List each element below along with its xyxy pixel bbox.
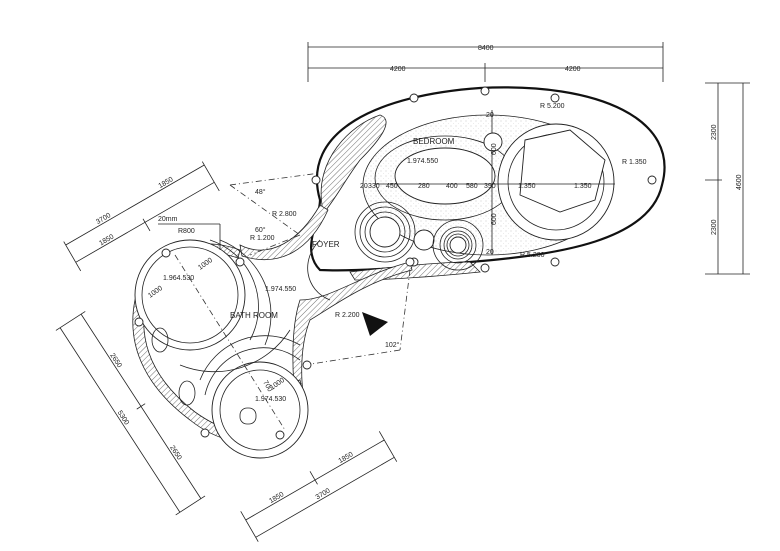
- dim-right-top: 2300: [711, 124, 718, 140]
- radius-neck-outer: R 2.800: [272, 211, 297, 218]
- dim-left-b: 2650: [168, 445, 182, 462]
- dim-label: 20: [486, 249, 494, 256]
- dim-top-left: 4200: [390, 66, 406, 73]
- north-arrow: [362, 312, 388, 336]
- top-dimension: 8400 4200 4200: [307, 42, 664, 82]
- dim-label: 600: [491, 143, 498, 155]
- bed: [519, 129, 606, 213]
- dim-label: 600: [491, 213, 498, 225]
- wall-note: 20mm: [158, 216, 178, 223]
- dim-label: 580: [466, 183, 478, 190]
- radius-bedroom-bottom: R 5.200: [520, 252, 545, 259]
- dim-label: 1.350: [518, 183, 536, 190]
- dim-label: 20: [360, 183, 368, 190]
- radius-foyer: R 2.200: [335, 312, 360, 319]
- bathroom-pod: BATH ROOM 1.964.530 1.974.530 1000 1000 …: [132, 216, 415, 459]
- room-label-bedroom: BEDROOM: [413, 137, 455, 146]
- level-bath-lower: 1.974.530: [255, 396, 286, 403]
- dim-right-total: 4600: [736, 174, 743, 190]
- angle-102: 102°: [385, 341, 400, 349]
- bedroom-labels: BEDROOM 1.974.550 20 330 450 280 400 580…: [360, 103, 647, 259]
- room-label-bathroom: BATH ROOM: [230, 311, 278, 320]
- dim-label: 1.350: [574, 183, 592, 190]
- dim-upper-left-b: 1850: [98, 233, 115, 247]
- dim-label: 400: [446, 183, 458, 190]
- dim-label: 330: [368, 183, 380, 190]
- dim-label: 390: [484, 183, 496, 190]
- dim-left-total: 5300: [116, 409, 130, 426]
- radius-bed-circle: R 1.350: [622, 159, 647, 166]
- dim-upper-left-a: 1850: [157, 176, 174, 190]
- level-bath-upper: 1.964.530: [163, 275, 194, 282]
- dim-bottom-a: 1850: [268, 491, 285, 505]
- angle-48: 48°: [255, 188, 266, 196]
- radius-bath-note: R800: [178, 228, 195, 235]
- room-label-foyer: FOYER: [312, 240, 340, 249]
- bedroom-pod: BEDROOM 1.974.550 20 330 450 280 400 580…: [310, 86, 666, 281]
- radius-bedroom-top: R 5.200: [540, 103, 565, 110]
- right-dimension: 4600 2300 2300: [705, 82, 750, 275]
- dim-label: 700: [261, 380, 273, 394]
- dim-bottom-total: 3700: [315, 487, 332, 501]
- dim-bottom-b: 1850: [337, 451, 354, 465]
- dim-label: 20: [486, 112, 494, 119]
- level-bedroom: 1.974.550: [407, 158, 438, 165]
- dim-upper-left-total: 3700: [95, 212, 112, 226]
- angle-60: 60°: [255, 226, 266, 234]
- dim-left-a: 2650: [108, 352, 122, 369]
- spiral-fixtures: [354, 201, 484, 271]
- columns: [134, 248, 415, 440]
- radius-neck-inner: R 1.200: [250, 235, 275, 242]
- dim-label: 450: [386, 183, 398, 190]
- dim-top-total: 8400: [478, 45, 494, 52]
- dim-top-right: 4200: [565, 66, 581, 73]
- dim-label: 280: [418, 183, 430, 190]
- level-foyer: 1.974.550: [265, 286, 296, 293]
- dim-right-bottom: 2300: [711, 219, 718, 235]
